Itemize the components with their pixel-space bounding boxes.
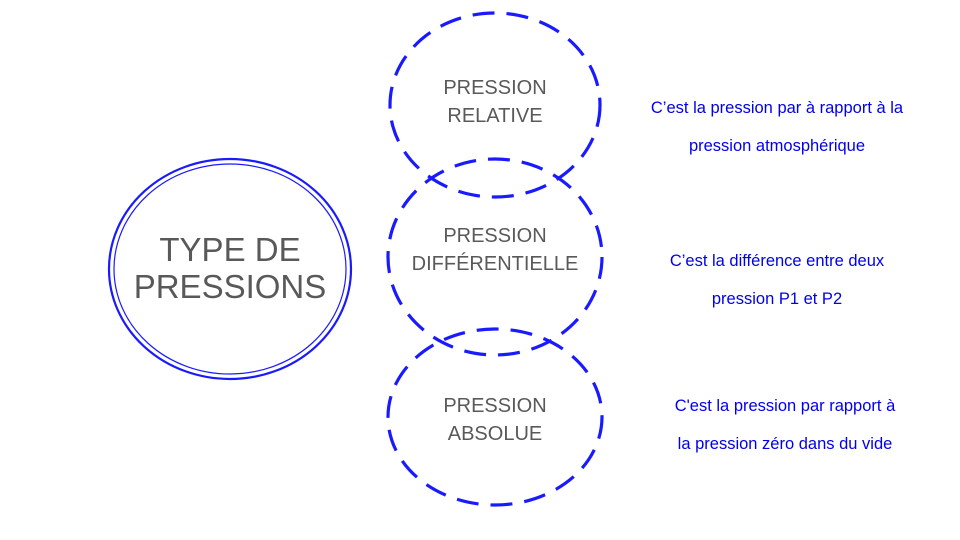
circle-differentielle-line2: DIFFÉRENTIELLE bbox=[411, 253, 579, 275]
desc-differentielle-line2: pression P1 et P2 bbox=[711, 290, 843, 308]
main-label-line1: TYPE DE bbox=[159, 231, 301, 268]
circle-differentielle-line1: PRESSION bbox=[443, 225, 547, 247]
desc-absolue: C'est la pression par rapport à la press… bbox=[640, 387, 930, 463]
desc-differentielle: C’est la différence entre deux pression … bbox=[632, 242, 922, 318]
dashed-circle-differentielle bbox=[386, 157, 604, 357]
circle-label-absolue: PRESSION ABSOLUE bbox=[395, 392, 595, 448]
desc-absolue-line2: la pression zéro dans du vide bbox=[677, 435, 893, 453]
main-label: TYPE DE PRESSIONS bbox=[110, 231, 350, 306]
circle-relative-line2: RELATIVE bbox=[447, 105, 543, 127]
dashed-circle-absolue bbox=[386, 327, 604, 507]
circle-absolue-line2: ABSOLUE bbox=[447, 423, 543, 445]
circle-absolue-line1: PRESSION bbox=[443, 395, 547, 417]
dashed-circle-relative bbox=[388, 11, 602, 199]
desc-absolue-line1: C'est la pression par rapport à bbox=[674, 397, 896, 415]
desc-relative-line1: C’est la pression par à rapport à la bbox=[650, 99, 904, 117]
circle-label-relative: PRESSION RELATIVE bbox=[395, 74, 595, 130]
desc-differentielle-line1: C’est la différence entre deux bbox=[669, 252, 885, 270]
desc-relative: C’est la pression par à rapport à la pre… bbox=[622, 89, 932, 165]
desc-relative-line2: pression atmosphérique bbox=[688, 137, 866, 155]
main-label-line2: PRESSIONS bbox=[133, 267, 327, 305]
main-circle bbox=[107, 157, 353, 381]
circle-relative-line1: PRESSION bbox=[443, 77, 547, 99]
circle-label-differentielle: PRESSION DIFFÉRENTIELLE bbox=[385, 222, 605, 278]
